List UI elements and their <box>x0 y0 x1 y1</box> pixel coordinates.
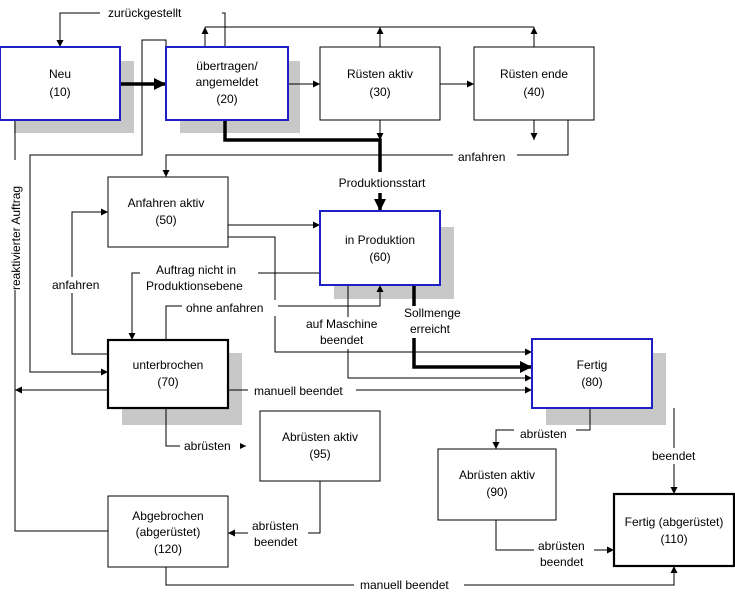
state-ruesten-aktiv-code: (30) <box>369 85 390 99</box>
state-ruesten-ende[interactable] <box>473 46 595 121</box>
label-sollmenge-2: erreicht <box>410 322 451 336</box>
edge-20-produktionsstart <box>223 120 382 172</box>
state-in-produktion[interactable] <box>319 210 441 286</box>
label-bg <box>453 149 517 165</box>
state-abgebrochen[interactable] <box>107 495 229 568</box>
label-manuell-beendet-mid: manuell beendet <box>254 384 343 398</box>
state-fertig-abgeruestet-name: Fertig (abgerüstet) <box>625 515 724 529</box>
label-bg <box>46 277 110 293</box>
edge-50-80 <box>228 236 532 356</box>
state-ruesten-aktiv-name: Rüsten aktiv <box>347 67 413 81</box>
state-abruesten-aktiv-90[interactable] <box>437 448 557 521</box>
label-bg <box>182 300 278 316</box>
label-bg <box>248 518 308 550</box>
state-in-produktion-name: in Produktion <box>345 233 415 247</box>
state-abgebrochen-code: (120) <box>154 542 182 556</box>
state-anfahren-aktiv[interactable] <box>107 176 229 248</box>
label-bg <box>534 538 594 570</box>
label-zurueckgestellt: zurückgestellt <box>108 6 182 20</box>
state-ruesten-aktiv[interactable] <box>319 46 441 121</box>
label-abruesten-beendet-95-1: abrüsten <box>252 519 299 533</box>
state-anfahren-aktiv-name: Anfahren aktiv <box>128 196 205 210</box>
label-reaktivierter-auftrag: reaktivierter Auftrag <box>9 186 23 290</box>
state-anfahren-aktiv-code: (50) <box>155 213 176 227</box>
label-anfahren-top: anfahren <box>458 150 505 164</box>
state-fertig-code: (80) <box>581 375 602 389</box>
label-bg <box>330 174 434 192</box>
label-abruesten-beendet-90-1: abrüsten <box>538 539 585 553</box>
label-ohne-anfahren: ohne anfahren <box>186 301 263 315</box>
label-auftrag-nicht-2: Produktionsebene <box>146 279 243 293</box>
state-fertig-abgeruestet[interactable] <box>612 492 735 568</box>
state-abgebrochen-name1: Abgebrochen <box>132 509 203 523</box>
state-abruesten-aktiv-90-code: (90) <box>486 485 507 499</box>
label-bg <box>140 263 258 295</box>
state-uebertragen-name1: übertragen/ <box>196 59 258 73</box>
label-bg <box>400 306 470 338</box>
label-abruesten-70: abrüsten <box>184 439 231 453</box>
state-in-produktion-code: (60) <box>369 250 390 264</box>
state-unterbrochen-name: unterbrochen <box>133 358 204 372</box>
label-bg <box>514 426 576 442</box>
state-ruesten-ende-name: Rüsten ende <box>500 67 568 81</box>
label-abruesten-beendet-95-2: beendet <box>254 535 298 549</box>
label-sollmenge-1: Sollmenge <box>404 306 461 320</box>
state-neu-name: Neu <box>49 67 71 81</box>
state-abruesten-aktiv-95-name: Abrüsten aktiv <box>282 430 358 444</box>
edge-reaktiviert <box>11 112 108 532</box>
state-fertig[interactable] <box>531 338 653 409</box>
label-auftrag-nicht-1: Auftrag nicht in <box>156 263 236 277</box>
label-bg <box>648 448 704 464</box>
label-auf-maschine-1: auf Maschine <box>306 317 378 331</box>
state-fertig-abgeruestet-code: (110) <box>660 532 687 546</box>
label-bg <box>180 438 240 454</box>
state-abruesten-aktiv-90-name: Abrüsten aktiv <box>459 468 535 482</box>
label-bg <box>248 383 356 399</box>
edge-20-to-70 <box>29 39 167 376</box>
label-bg <box>7 160 25 290</box>
state-unterbrochen[interactable] <box>106 338 230 410</box>
edge-60-80-auf-maschine <box>347 285 532 382</box>
state-abruesten-aktiv-95[interactable] <box>259 410 381 482</box>
state-fertig-name: Fertig <box>577 358 608 372</box>
state-neu-code: (10) <box>49 85 70 99</box>
state-unterbrochen-code: (70) <box>157 375 178 389</box>
label-produktionsstart: Produktionsstart <box>339 176 426 190</box>
state-neu[interactable] <box>0 46 121 121</box>
label-bg <box>354 577 464 593</box>
state-ruesten-ende-code: (40) <box>523 85 544 99</box>
state-abgebrochen-name2: (abgerüstet) <box>136 525 201 539</box>
label-bg <box>100 4 222 20</box>
state-uebertragen[interactable] <box>165 46 289 121</box>
label-abruesten-80: abrüsten <box>520 427 567 441</box>
label-beendet: beendet <box>652 449 696 463</box>
state-uebertragen-code: (20) <box>216 92 237 106</box>
edge-anfahren-top <box>162 120 569 177</box>
label-auf-maschine-2: beendet <box>320 333 364 347</box>
state-abruesten-aktiv-95-code: (95) <box>309 447 330 461</box>
label-manuell-beendet-bottom: manuell beendet <box>360 578 449 592</box>
label-anfahren-left: anfahren <box>52 278 99 292</box>
label-bg <box>302 317 392 349</box>
label-abruesten-beendet-90-2: beendet <box>540 555 584 569</box>
state-uebertragen-name2: angemeldet <box>196 75 259 89</box>
